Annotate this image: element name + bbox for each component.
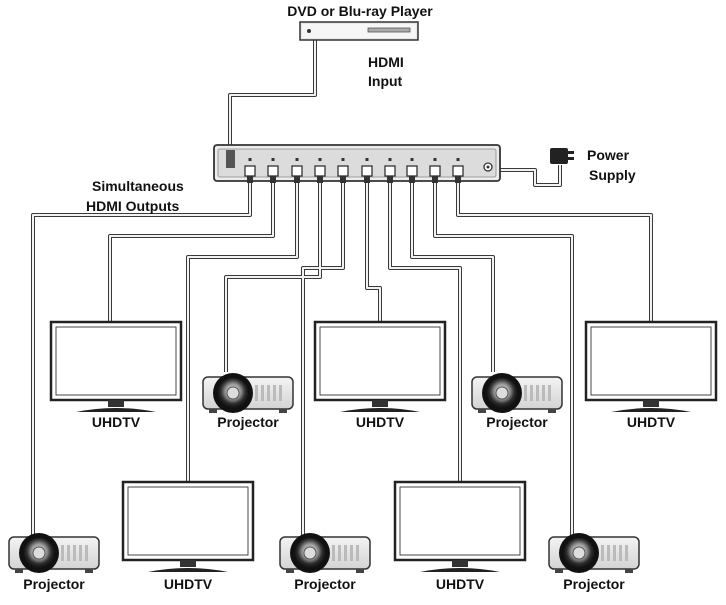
uhdtv-3-label: UHDTV: [627, 414, 676, 430]
hdmi-output-port: [429, 165, 441, 177]
uhdtv-icon: [313, 320, 447, 412]
hdmi-cable: [495, 165, 562, 187]
projector-3-label: Projector: [23, 576, 85, 592]
projector-4-label: Projector: [294, 576, 356, 592]
hdmi-cable: [225, 182, 321, 372]
uhdtv-5-label: UHDTV: [436, 576, 485, 592]
uhdtv-1-label: UHDTV: [92, 414, 141, 430]
uhdtv-2-label: UHDTV: [356, 414, 405, 430]
hdmi-output-port: [314, 165, 326, 177]
hdmi-output-port: [244, 165, 256, 177]
projector-icon: [548, 533, 640, 573]
projector-1-label: Projector: [217, 414, 279, 430]
hdmi-cable: [32, 182, 251, 537]
power-supply-label-line1: Power: [587, 147, 630, 163]
projector-icon: [279, 533, 371, 573]
hdmi-cable: [411, 182, 494, 372]
projector-icon: [202, 373, 294, 413]
uhdtv-icon: [393, 480, 527, 572]
hdmi-output-port: [291, 165, 303, 177]
projector-5-label: Projector: [563, 576, 625, 592]
hdmi-cable: [389, 182, 461, 482]
hdmi-output-port: [406, 165, 418, 177]
hdmi-cable: [186, 182, 299, 482]
hdmi-cable: [229, 40, 316, 160]
dvd-player: [299, 21, 419, 41]
hdmi-cable: [365, 182, 382, 322]
hdmi-output-port: [267, 165, 279, 177]
source-label: DVD or Blu-ray Player: [287, 3, 433, 19]
uhdtv-icon: [49, 320, 183, 412]
hdmi-cable: [495, 165, 561, 186]
projector-icon: [471, 373, 563, 413]
hdmi-input-label-line2: Input: [368, 73, 403, 89]
hdmi-cable: [228, 40, 317, 160]
cables: [31, 40, 653, 537]
uhdtv-4-label: UHDTV: [164, 576, 213, 592]
hdmi-input-label-line1: HDMI: [368, 54, 404, 70]
hdmi-splitter: [213, 144, 501, 183]
hdmi-output-port: [384, 165, 396, 177]
hdmi-cable: [187, 182, 298, 482]
hdmi-cable: [457, 182, 652, 322]
hdmi-cable: [302, 182, 344, 535]
projector-2-label: Projector: [486, 414, 548, 430]
uhdtv-icon: [121, 480, 255, 572]
hdmi-output-port: [452, 165, 464, 177]
outputs-label-line1: Simultaneous: [92, 178, 184, 194]
hdmi-cable: [109, 182, 274, 322]
uhdtv-icon: [584, 320, 718, 412]
hdmi-cable: [456, 182, 653, 322]
hdmi-output-port: [337, 165, 349, 177]
hdmi-cable: [366, 182, 381, 322]
outputs-label-line2: HDMI Outputs: [86, 198, 180, 214]
hdmi-output-port: [361, 165, 373, 177]
projector-icon: [8, 533, 100, 573]
power-supply-label-line2: Supply: [589, 167, 636, 183]
hdmi-cable: [434, 182, 573, 537]
power-adapter-icon: [550, 148, 574, 164]
